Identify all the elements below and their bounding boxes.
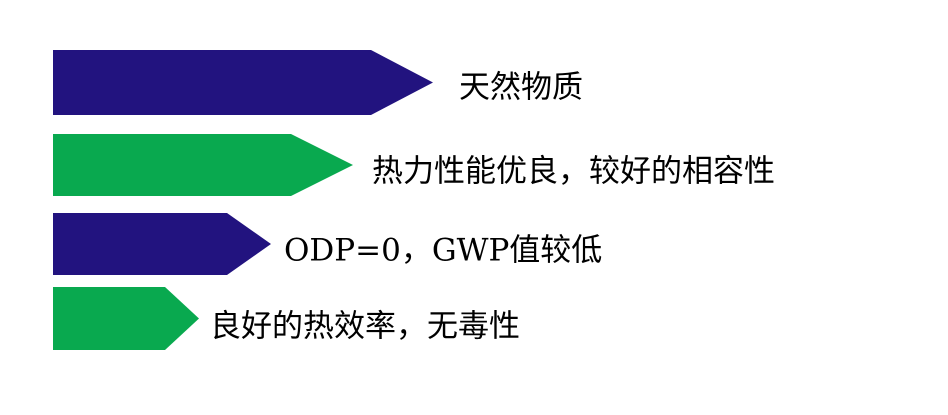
feature-label-3: ODP=0，GWP值较低 (284, 232, 603, 269)
arrow-shape-2 (53, 134, 353, 196)
feature-row-3: ODP=0，GWP值较低 (0, 213, 948, 275)
feature-label-1: 天然物质 (459, 69, 583, 106)
arrow-polygon-3 (53, 213, 271, 275)
arrow-shape-1 (53, 50, 433, 115)
arrow-polygon-1 (53, 50, 433, 115)
feature-row-2: 热力性能优良，较好的相容性 (0, 134, 948, 196)
feature-label-2: 热力性能优良，较好的相容性 (372, 153, 775, 190)
arrow-shape-3 (53, 213, 271, 275)
arrow-shape-4 (53, 287, 199, 350)
feature-row-1: 天然物质 (0, 50, 948, 115)
feature-row-4: 良好的热效率，无毒性 (0, 287, 948, 350)
arrow-polygon-2 (53, 134, 353, 196)
feature-label-4: 良好的热效率，无毒性 (210, 308, 520, 345)
arrow-polygon-4 (53, 287, 199, 350)
